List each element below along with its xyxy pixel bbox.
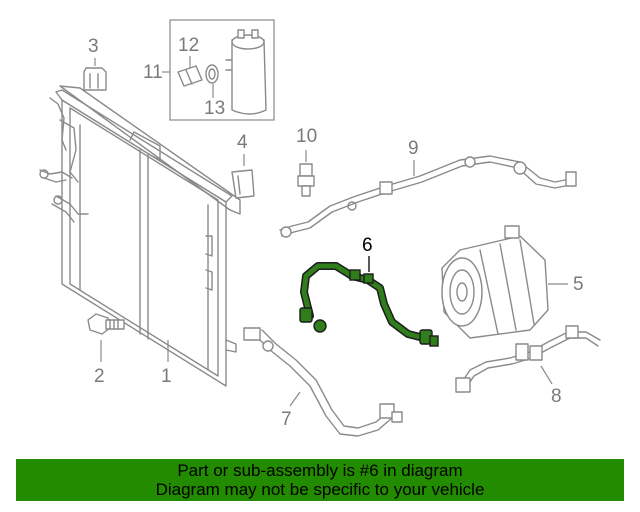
callout-5[interactable]: 5 xyxy=(573,274,584,295)
callout-11[interactable]: 11 xyxy=(143,62,163,83)
banner-line-2: Diagram may not be specific to your vehi… xyxy=(155,480,485,499)
filter-plug-part-12[interactable] xyxy=(177,65,203,87)
parts-diagram: 1 2 3 4 11 12 13 xyxy=(39,19,601,437)
callout-9[interactable]: 9 xyxy=(408,138,419,159)
banner-line-1: Part or sub-assembly is #6 in diagram xyxy=(177,461,463,480)
callout-1[interactable]: 1 xyxy=(161,366,172,387)
callout-3[interactable]: 3 xyxy=(88,36,99,57)
o-ring-part-13[interactable] xyxy=(205,64,219,84)
leader-8 xyxy=(540,365,553,385)
discharge-hose-part-6[interactable] xyxy=(299,262,439,347)
liquid-line-part-7[interactable] xyxy=(243,327,403,437)
callout-8[interactable]: 8 xyxy=(551,386,562,407)
condenser-part-1[interactable] xyxy=(39,85,241,387)
callout-13[interactable]: 13 xyxy=(204,98,225,119)
cap-part-3[interactable] xyxy=(83,67,107,91)
callout-4[interactable]: 4 xyxy=(237,132,248,153)
bolt-part-2[interactable] xyxy=(87,313,125,335)
callout-2[interactable]: 2 xyxy=(94,366,105,387)
compressor-part-5[interactable] xyxy=(441,225,549,339)
callout-10[interactable]: 10 xyxy=(296,126,317,147)
receiver-drier[interactable] xyxy=(225,29,267,115)
callout-12[interactable]: 12 xyxy=(178,35,199,56)
bracket-part-4[interactable] xyxy=(231,169,255,199)
suction-line-part-9[interactable] xyxy=(279,155,577,238)
callout-6[interactable]: 6 xyxy=(362,235,373,256)
callout-7[interactable]: 7 xyxy=(281,409,292,430)
leader-7 xyxy=(289,391,301,407)
pressure-line-part-8[interactable] xyxy=(455,325,601,393)
pressure-sensor-part-10[interactable] xyxy=(297,163,315,197)
info-banner: Part or sub-assembly is #6 in diagram Di… xyxy=(16,459,624,501)
